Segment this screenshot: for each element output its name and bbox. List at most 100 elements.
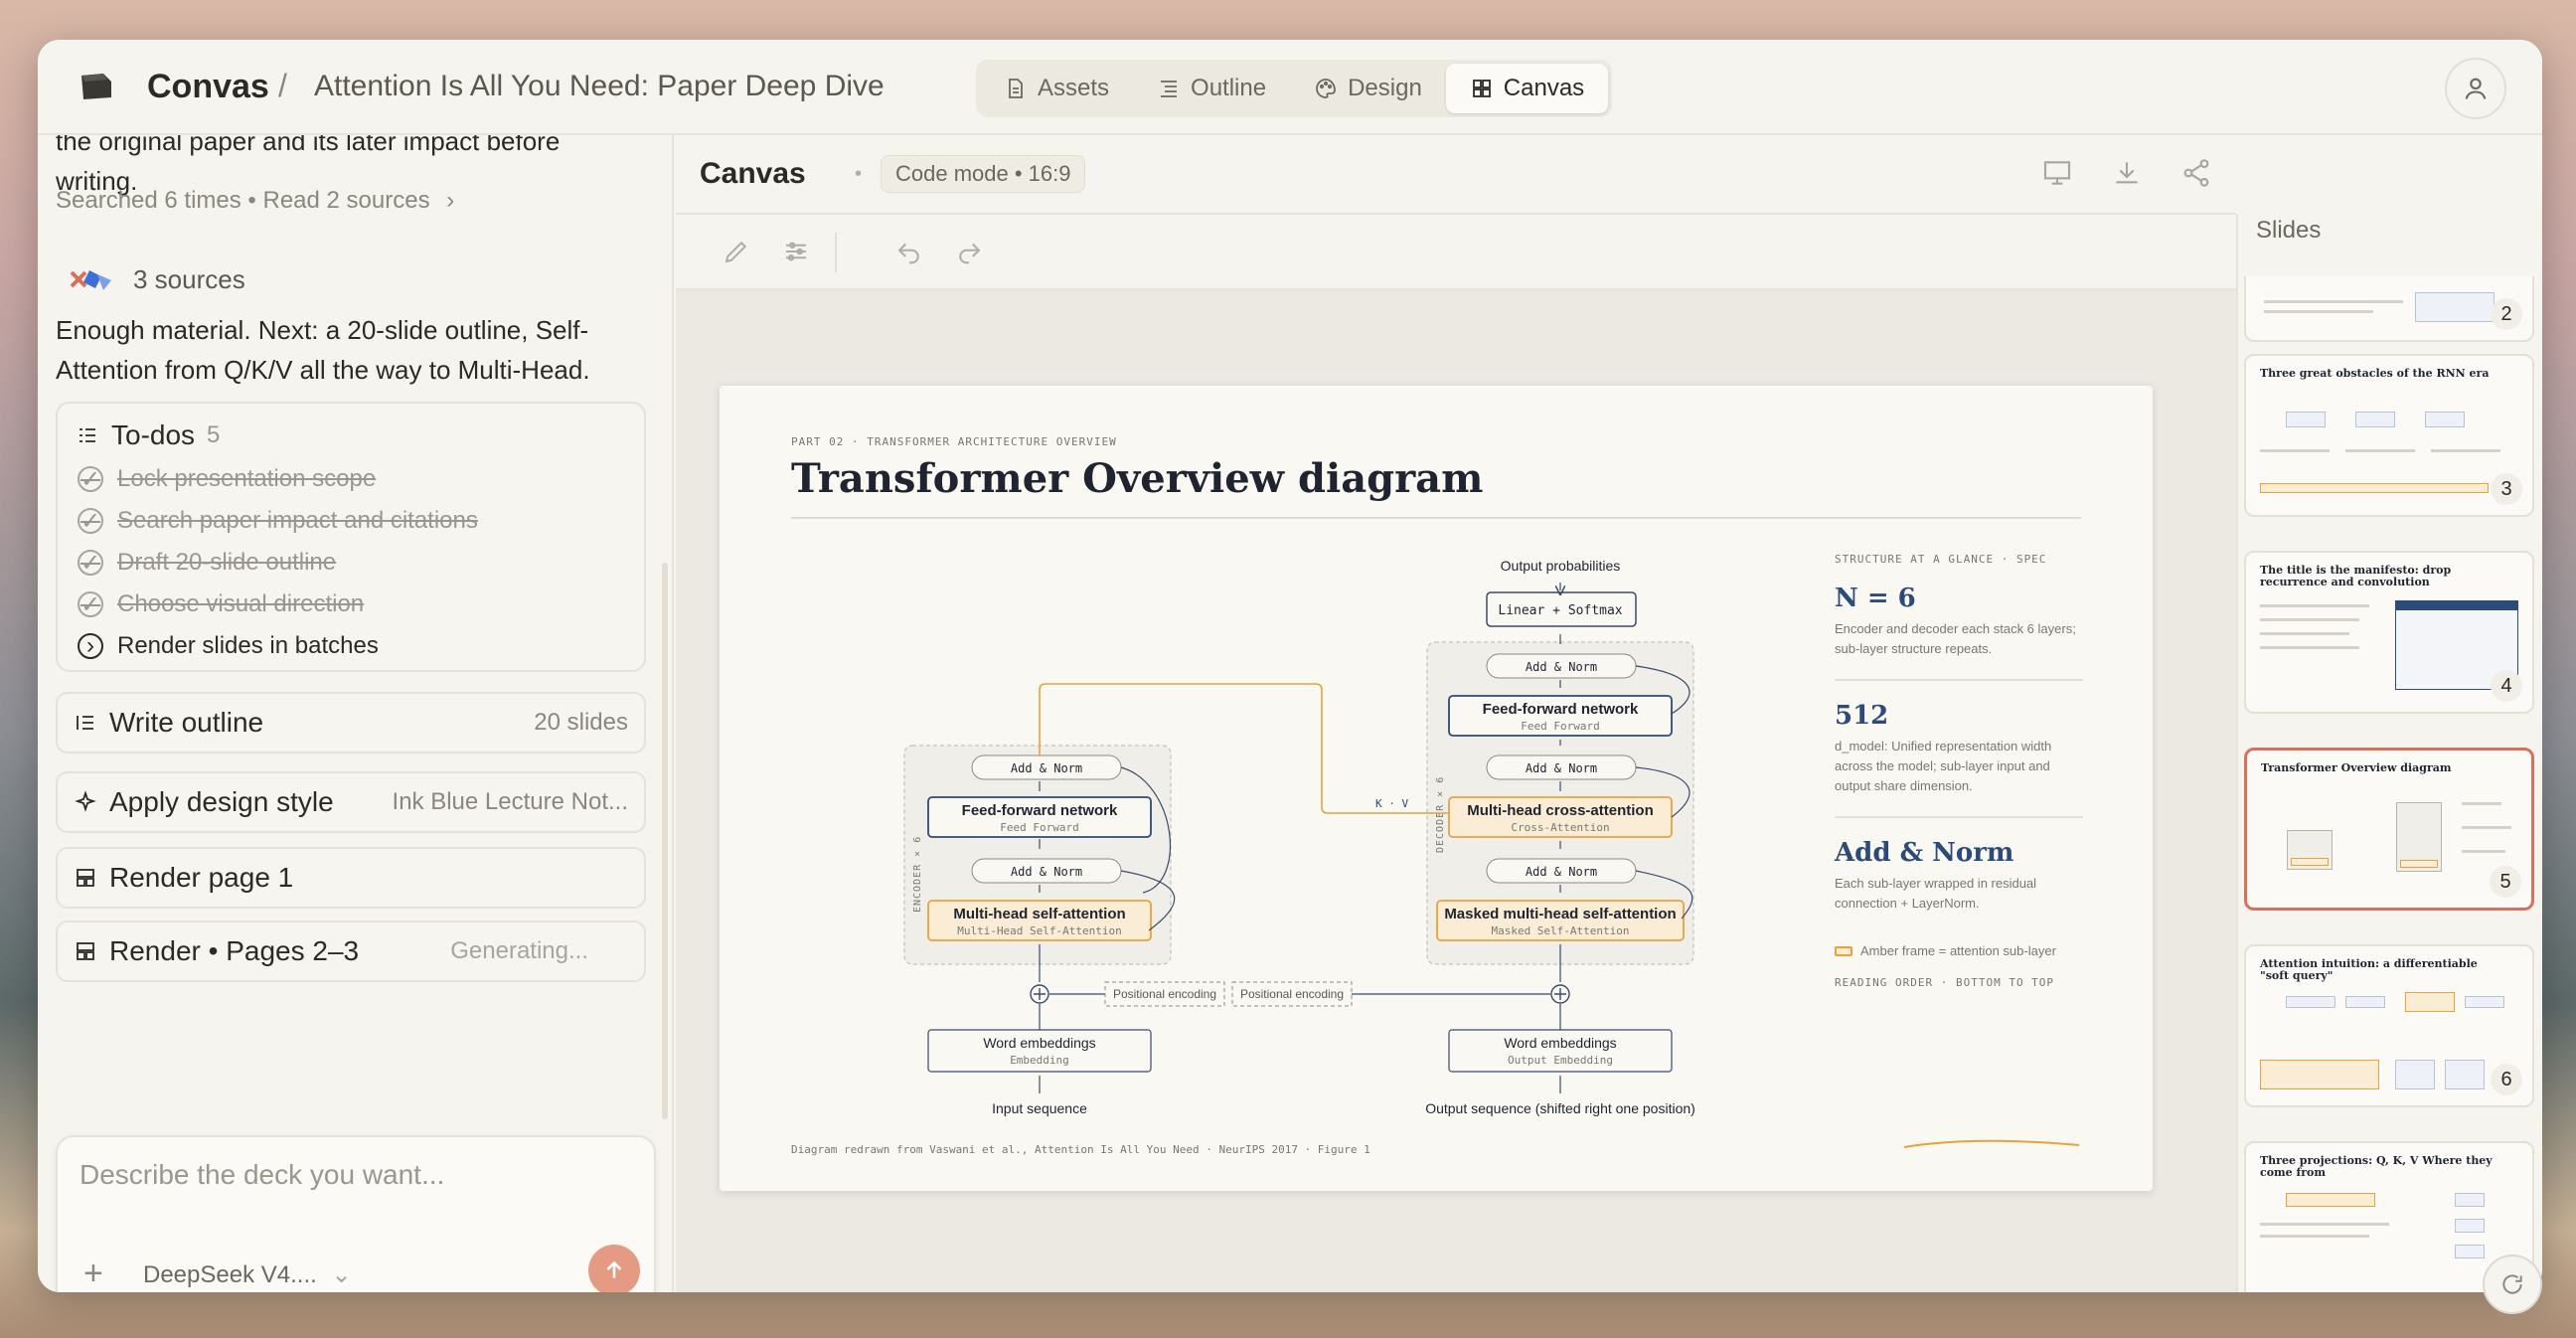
prompt-placeholder: Describe the deck you want... <box>80 1159 445 1190</box>
spec-reading-order: READING ORDER · BOTTOM TO TOP <box>1835 976 2055 989</box>
todo-item[interactable]: ✓Draft 20-slide outline <box>78 549 336 577</box>
thumb-amber-bar <box>2260 1060 2379 1089</box>
share-icon[interactable] <box>2180 157 2212 189</box>
canvas-header: Canvas • Code mode • 16:9 <box>676 135 2236 215</box>
transformer-diagram: ENCODER × 6 DECODER × 6 Output probabili… <box>903 558 1695 1116</box>
thumb-line <box>2260 604 2369 607</box>
slide-preview[interactable]: PART 02 · TRANSFORMER ARCHITECTURE OVERV… <box>720 386 2153 1191</box>
top-bar: Convas / Attention Is All You Need: Pape… <box>38 40 2542 135</box>
search-summary[interactable]: Searched 6 times • Read 2 sources › <box>56 187 454 215</box>
dot-separator: • <box>855 163 863 185</box>
slide-number: 2 <box>2491 298 2522 330</box>
check-circle-icon: ✓ <box>78 508 103 535</box>
canvas-title: Canvas <box>700 157 806 190</box>
thumb-title: Transformer Overview diagram <box>2261 761 2452 774</box>
redo-icon[interactable] <box>954 237 984 266</box>
step-apply-design[interactable]: Apply design style Ink Blue Lecture Not.… <box>56 771 646 833</box>
encoder-add-norm-bottom: Add & Norm <box>1011 865 1082 879</box>
todo-label: Search paper impact and citations <box>117 507 478 534</box>
slide-number: 4 <box>2491 670 2522 702</box>
decoder-add-norm-1: Add & Norm <box>1526 660 1597 674</box>
thumb-title: Three great obstacles of the RNN era <box>2260 367 2490 380</box>
step-render-page-1[interactable]: Render page 1 <box>56 847 646 909</box>
thumb-title: Attention intuition: a differentiable "s… <box>2260 957 2478 982</box>
add-attachment-button[interactable]: + <box>83 1254 103 1292</box>
todo-label: Choose visual direction <box>117 590 365 617</box>
todo-item-current[interactable]: ›Render slides in batches <box>78 632 379 660</box>
tab-label: Design <box>1348 75 1422 101</box>
palette-icon <box>1316 79 1336 98</box>
tab-assets[interactable]: Assets <box>980 64 1133 113</box>
encoder-side-label: ENCODER × 6 <box>912 836 923 913</box>
thumb-box <box>2425 412 2465 427</box>
refresh-icon <box>2502 1274 2522 1294</box>
thumb-box <box>2455 1245 2485 1258</box>
thumb-box <box>2445 1060 2485 1089</box>
step-meta: Ink Blue Lecture Not... <box>392 788 628 815</box>
mode-badge[interactable]: Code mode • 16:9 <box>881 155 1086 193</box>
chat-scrollbar[interactable] <box>662 563 668 1119</box>
thumb-box <box>2286 996 2335 1008</box>
thumb-line <box>2462 850 2505 853</box>
pencil-icon[interactable] <box>722 237 751 266</box>
decoder-masked-attention-box: Masked multi-head self-attention <box>1444 906 1676 922</box>
source-favicons-icon <box>70 269 111 290</box>
thumb-line <box>2260 632 2349 635</box>
todo-item[interactable]: ✓ Search paper impact and citations <box>78 507 478 535</box>
kv-label: K · V <box>1375 797 1408 810</box>
present-icon[interactable] <box>2041 157 2073 189</box>
undo-icon[interactable] <box>894 237 924 266</box>
thumb-box <box>2286 412 2326 427</box>
slide-thumbnail-3[interactable]: Three great obstacles of the RNN era 3 <box>2244 354 2534 517</box>
slide-thumbnail-7[interactable]: Three projections: Q, K, V Where they co… <box>2244 1141 2534 1292</box>
model-selector[interactable]: DeepSeek V4.... ⌄ <box>143 1260 352 1289</box>
thumb-box <box>2355 412 2395 427</box>
thumb-line <box>2260 646 2359 649</box>
spec-sidebar: STRUCTURE AT A GLANCE · SPEC N = 6 Encod… <box>1835 553 2083 989</box>
breadcrumb-separator: / <box>278 68 287 103</box>
thumb-box <box>2345 996 2385 1008</box>
decoder-side-label: DECODER × 6 <box>1435 776 1446 853</box>
todos-header[interactable]: To-dos 5 <box>76 419 220 451</box>
chat-panel: the original paper and its later impact … <box>38 135 674 1292</box>
slide-thumbnail-2[interactable]: 2 <box>2244 276 2534 342</box>
spec-heading: STRUCTURE AT A GLANCE · SPEC <box>1835 553 2047 566</box>
sliders-icon[interactable] <box>781 237 811 266</box>
profile-button[interactable] <box>2445 58 2506 119</box>
download-icon[interactable] <box>2111 157 2143 189</box>
grid-icon <box>1472 80 1491 97</box>
slide-number: 6 <box>2491 1064 2522 1095</box>
slide-rule <box>791 517 2081 519</box>
tab-design[interactable]: Design <box>1290 64 1446 113</box>
todo-item[interactable]: ✓Choose visual direction <box>78 590 364 618</box>
tab-outline[interactable]: Outline <box>1133 64 1290 113</box>
input-sequence-label: Input sequence <box>992 1100 1087 1116</box>
document-title[interactable]: Attention Is All You Need: Paper Deep Di… <box>314 70 885 102</box>
canvas-stage: PART 02 · TRANSFORMER ARCHITECTURE OVERV… <box>676 290 2236 1292</box>
check-circle-icon: ✓ <box>78 466 103 493</box>
decoder-cross-attention-sub: Cross-Attention <box>1511 821 1609 834</box>
refresh-button[interactable] <box>2483 1254 2542 1314</box>
step-status: Generating... <box>450 937 588 964</box>
thumb-line <box>2260 1235 2369 1238</box>
step-render-pages-2-3[interactable]: Render • Pages 2–3 Generating... <box>56 920 646 982</box>
thumb-amber-bar <box>2405 992 2455 1012</box>
todo-item[interactable]: ✓Lock presentation scope <box>78 465 376 493</box>
slide-thumbnail-4[interactable]: The title is the manifesto: drop recurre… <box>2244 551 2534 714</box>
slide-thumbnail-5[interactable]: Transformer Overview diagram 5 <box>2244 748 2534 911</box>
search-summary-label: Searched 6 times • Read 2 sources <box>56 187 430 214</box>
step-meta: 20 slides <box>534 709 628 736</box>
slide-thumbnail-6[interactable]: Attention intuition: a differentiable "s… <box>2244 944 2534 1107</box>
slides-panel: Slides 2 Three great obstacles of the RN… <box>2236 215 2542 1292</box>
prompt-composer[interactable]: Describe the deck you want... + DeepSeek… <box>56 1135 656 1292</box>
send-button[interactable] <box>588 1245 640 1292</box>
tab-canvas[interactable]: Canvas <box>1445 64 1609 113</box>
step-write-outline[interactable]: Write outline 20 slides <box>56 692 646 753</box>
tab-label: Canvas <box>1503 75 1585 101</box>
thumb-box <box>2415 292 2495 322</box>
step-label: Render • Pages 2–3 <box>109 935 360 966</box>
sources-chip[interactable]: 3 sources <box>68 264 245 295</box>
thumb-line <box>2462 826 2511 829</box>
brand-name[interactable]: Convas <box>147 68 269 105</box>
tab-label: Outline <box>1191 75 1267 101</box>
